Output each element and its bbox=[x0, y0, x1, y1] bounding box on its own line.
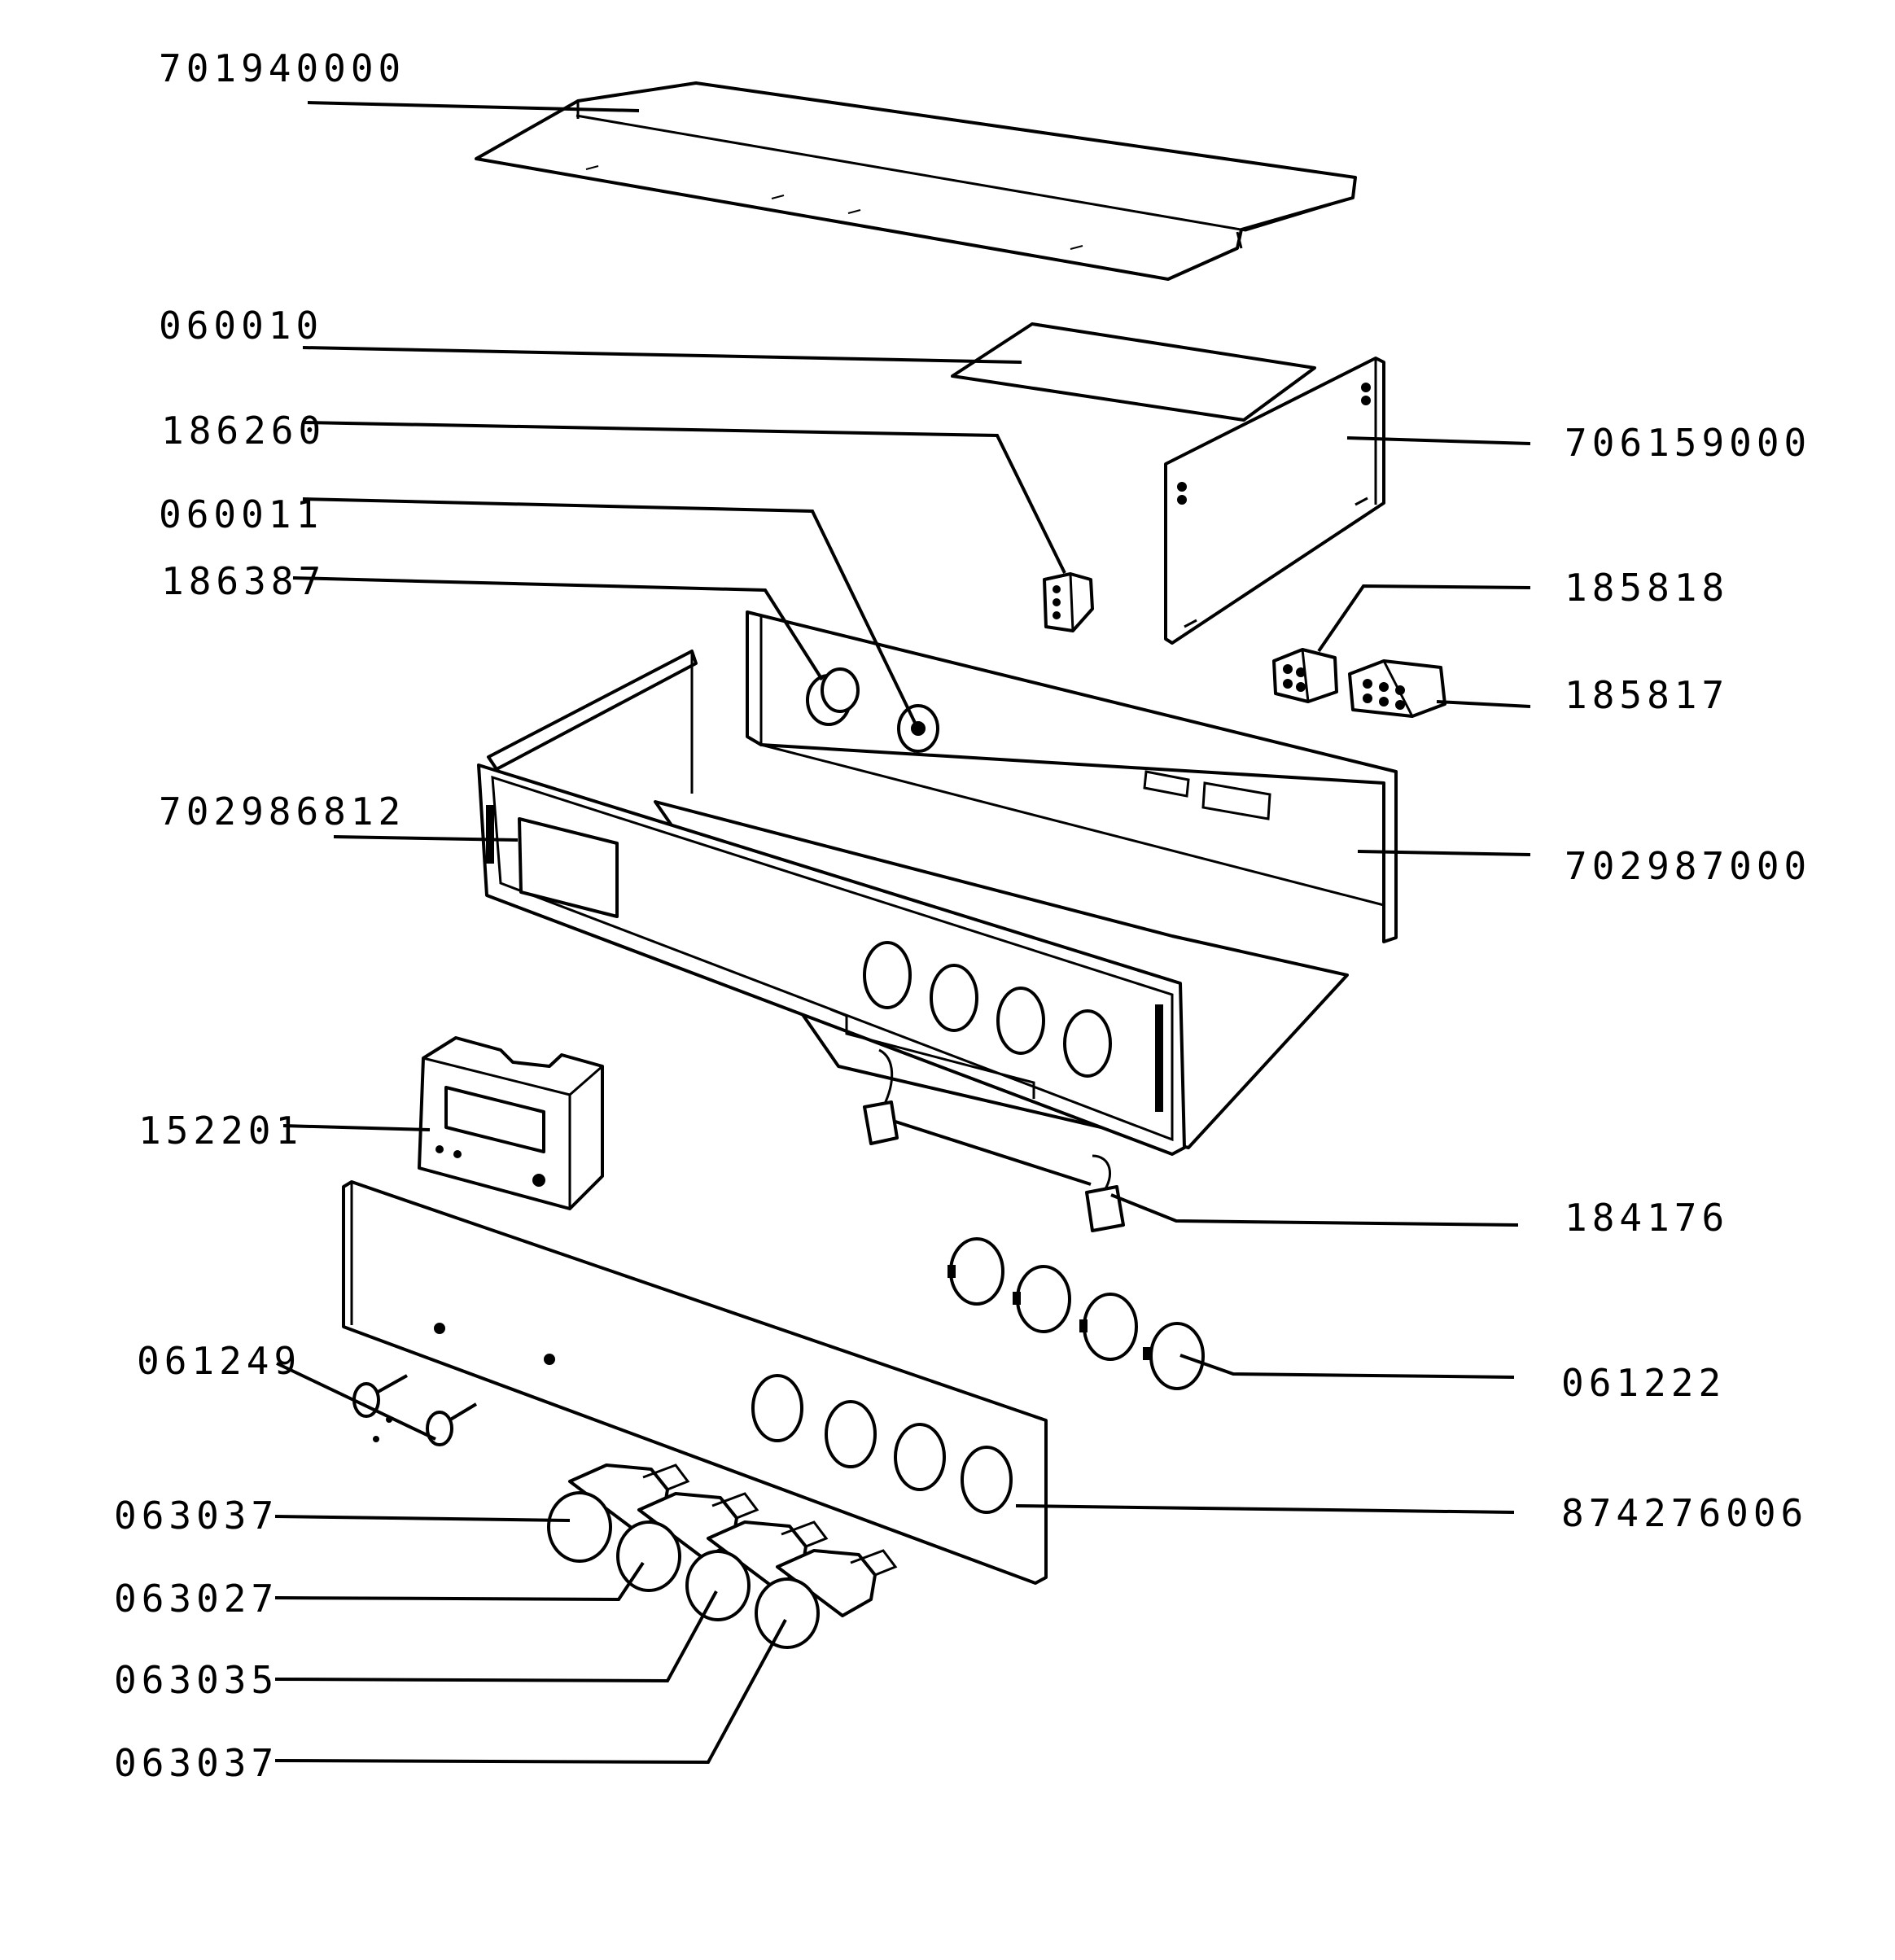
label-702987000: 702987000 bbox=[1565, 844, 1811, 888]
control-panel-part bbox=[342, 1180, 1048, 1585]
connector-185817-part bbox=[1348, 659, 1446, 718]
label-186387: 186387 bbox=[161, 559, 326, 603]
label-060011: 060011 bbox=[159, 492, 323, 536]
part-number-labels: 701940000 060010 186260 060011 186387 70… bbox=[114, 46, 1811, 1785]
label-184176: 184176 bbox=[1565, 1196, 1729, 1240]
label-063035: 063035 bbox=[114, 1658, 278, 1702]
connector-185818-part bbox=[1272, 648, 1338, 703]
leader-lines bbox=[274, 101, 1531, 1765]
bracket-part bbox=[1043, 572, 1094, 632]
top-cover-part bbox=[475, 81, 1357, 281]
timer-part bbox=[418, 1036, 604, 1210]
label-701940000: 701940000 bbox=[159, 46, 405, 90]
label-702986812: 702986812 bbox=[159, 790, 405, 833]
lamp-part bbox=[806, 667, 860, 726]
label-063037-a: 063037 bbox=[114, 1494, 278, 1538]
label-061249: 061249 bbox=[137, 1339, 301, 1383]
knob-rings-part bbox=[948, 1237, 1205, 1390]
label-060010: 060010 bbox=[159, 304, 323, 348]
knobs-part bbox=[547, 1463, 898, 1649]
label-874276006: 874276006 bbox=[1561, 1491, 1808, 1535]
label-063027: 063027 bbox=[114, 1577, 278, 1621]
control-housing-part bbox=[477, 610, 1398, 1156]
label-706159000: 706159000 bbox=[1565, 421, 1811, 465]
knob-4 bbox=[755, 1549, 898, 1649]
label-152201: 152201 bbox=[138, 1109, 303, 1153]
switch-part bbox=[863, 1048, 1125, 1232]
label-185818: 185818 bbox=[1565, 566, 1729, 610]
rear-panel-part bbox=[1164, 357, 1385, 645]
grommet-part bbox=[897, 704, 939, 753]
insulation-plate-part bbox=[951, 322, 1316, 422]
label-185817: 185817 bbox=[1565, 673, 1729, 717]
label-063037-b: 063037 bbox=[114, 1741, 278, 1785]
label-061222: 061222 bbox=[1561, 1361, 1726, 1405]
label-186260: 186260 bbox=[161, 409, 326, 453]
